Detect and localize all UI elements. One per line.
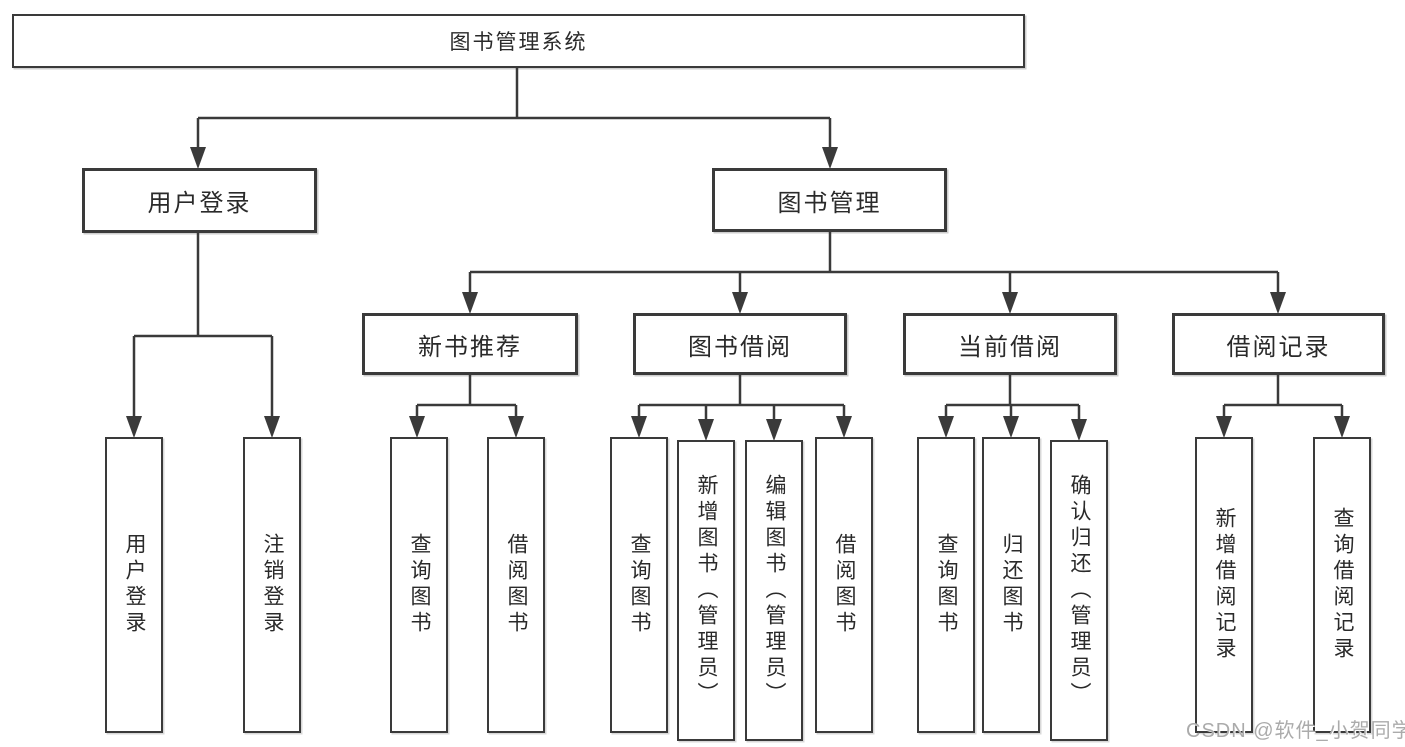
leaf-current-return-books: 归还图书 [982,437,1040,733]
connector-stems [132,68,1344,422]
leaf-newbook-query-books: 查询图书 [390,437,448,733]
leaf-borrow-borrow-books: 借阅图书 [815,437,873,733]
node-book-management: 图书管理 [712,168,947,232]
node-new-book-recommend: 新书推荐 [362,313,578,375]
leaf-logout: 注销登录 [243,437,301,733]
node-book-borrow: 图书借阅 [633,313,847,375]
leaf-borrow-add-books-admin: 新增图书（管理员） [677,440,735,741]
leaf-current-query-books: 查询图书 [917,437,975,733]
node-system-root: 图书管理系统 [12,14,1025,68]
leaf-records-add-record: 新增借阅记录 [1195,437,1253,733]
leaf-borrow-edit-books-admin: 编辑图书（管理员） [745,440,803,741]
node-user-login: 用户登录 [82,168,317,233]
node-current-borrow: 当前借阅 [903,313,1117,375]
leaf-borrow-query-books: 查询图书 [610,437,668,733]
leaf-records-query-record: 查询借阅记录 [1313,437,1371,733]
leaf-current-confirm-return-admin: 确认归还（管理员） [1050,440,1108,741]
node-borrow-records: 借阅记录 [1172,313,1385,375]
leaf-newbook-borrow-books: 借阅图书 [487,437,545,733]
arrowheads [126,147,1350,441]
leaf-user-login: 用户登录 [105,437,163,733]
csdn-watermark: CSDN @软件_小贺同学 [1186,720,1405,742]
